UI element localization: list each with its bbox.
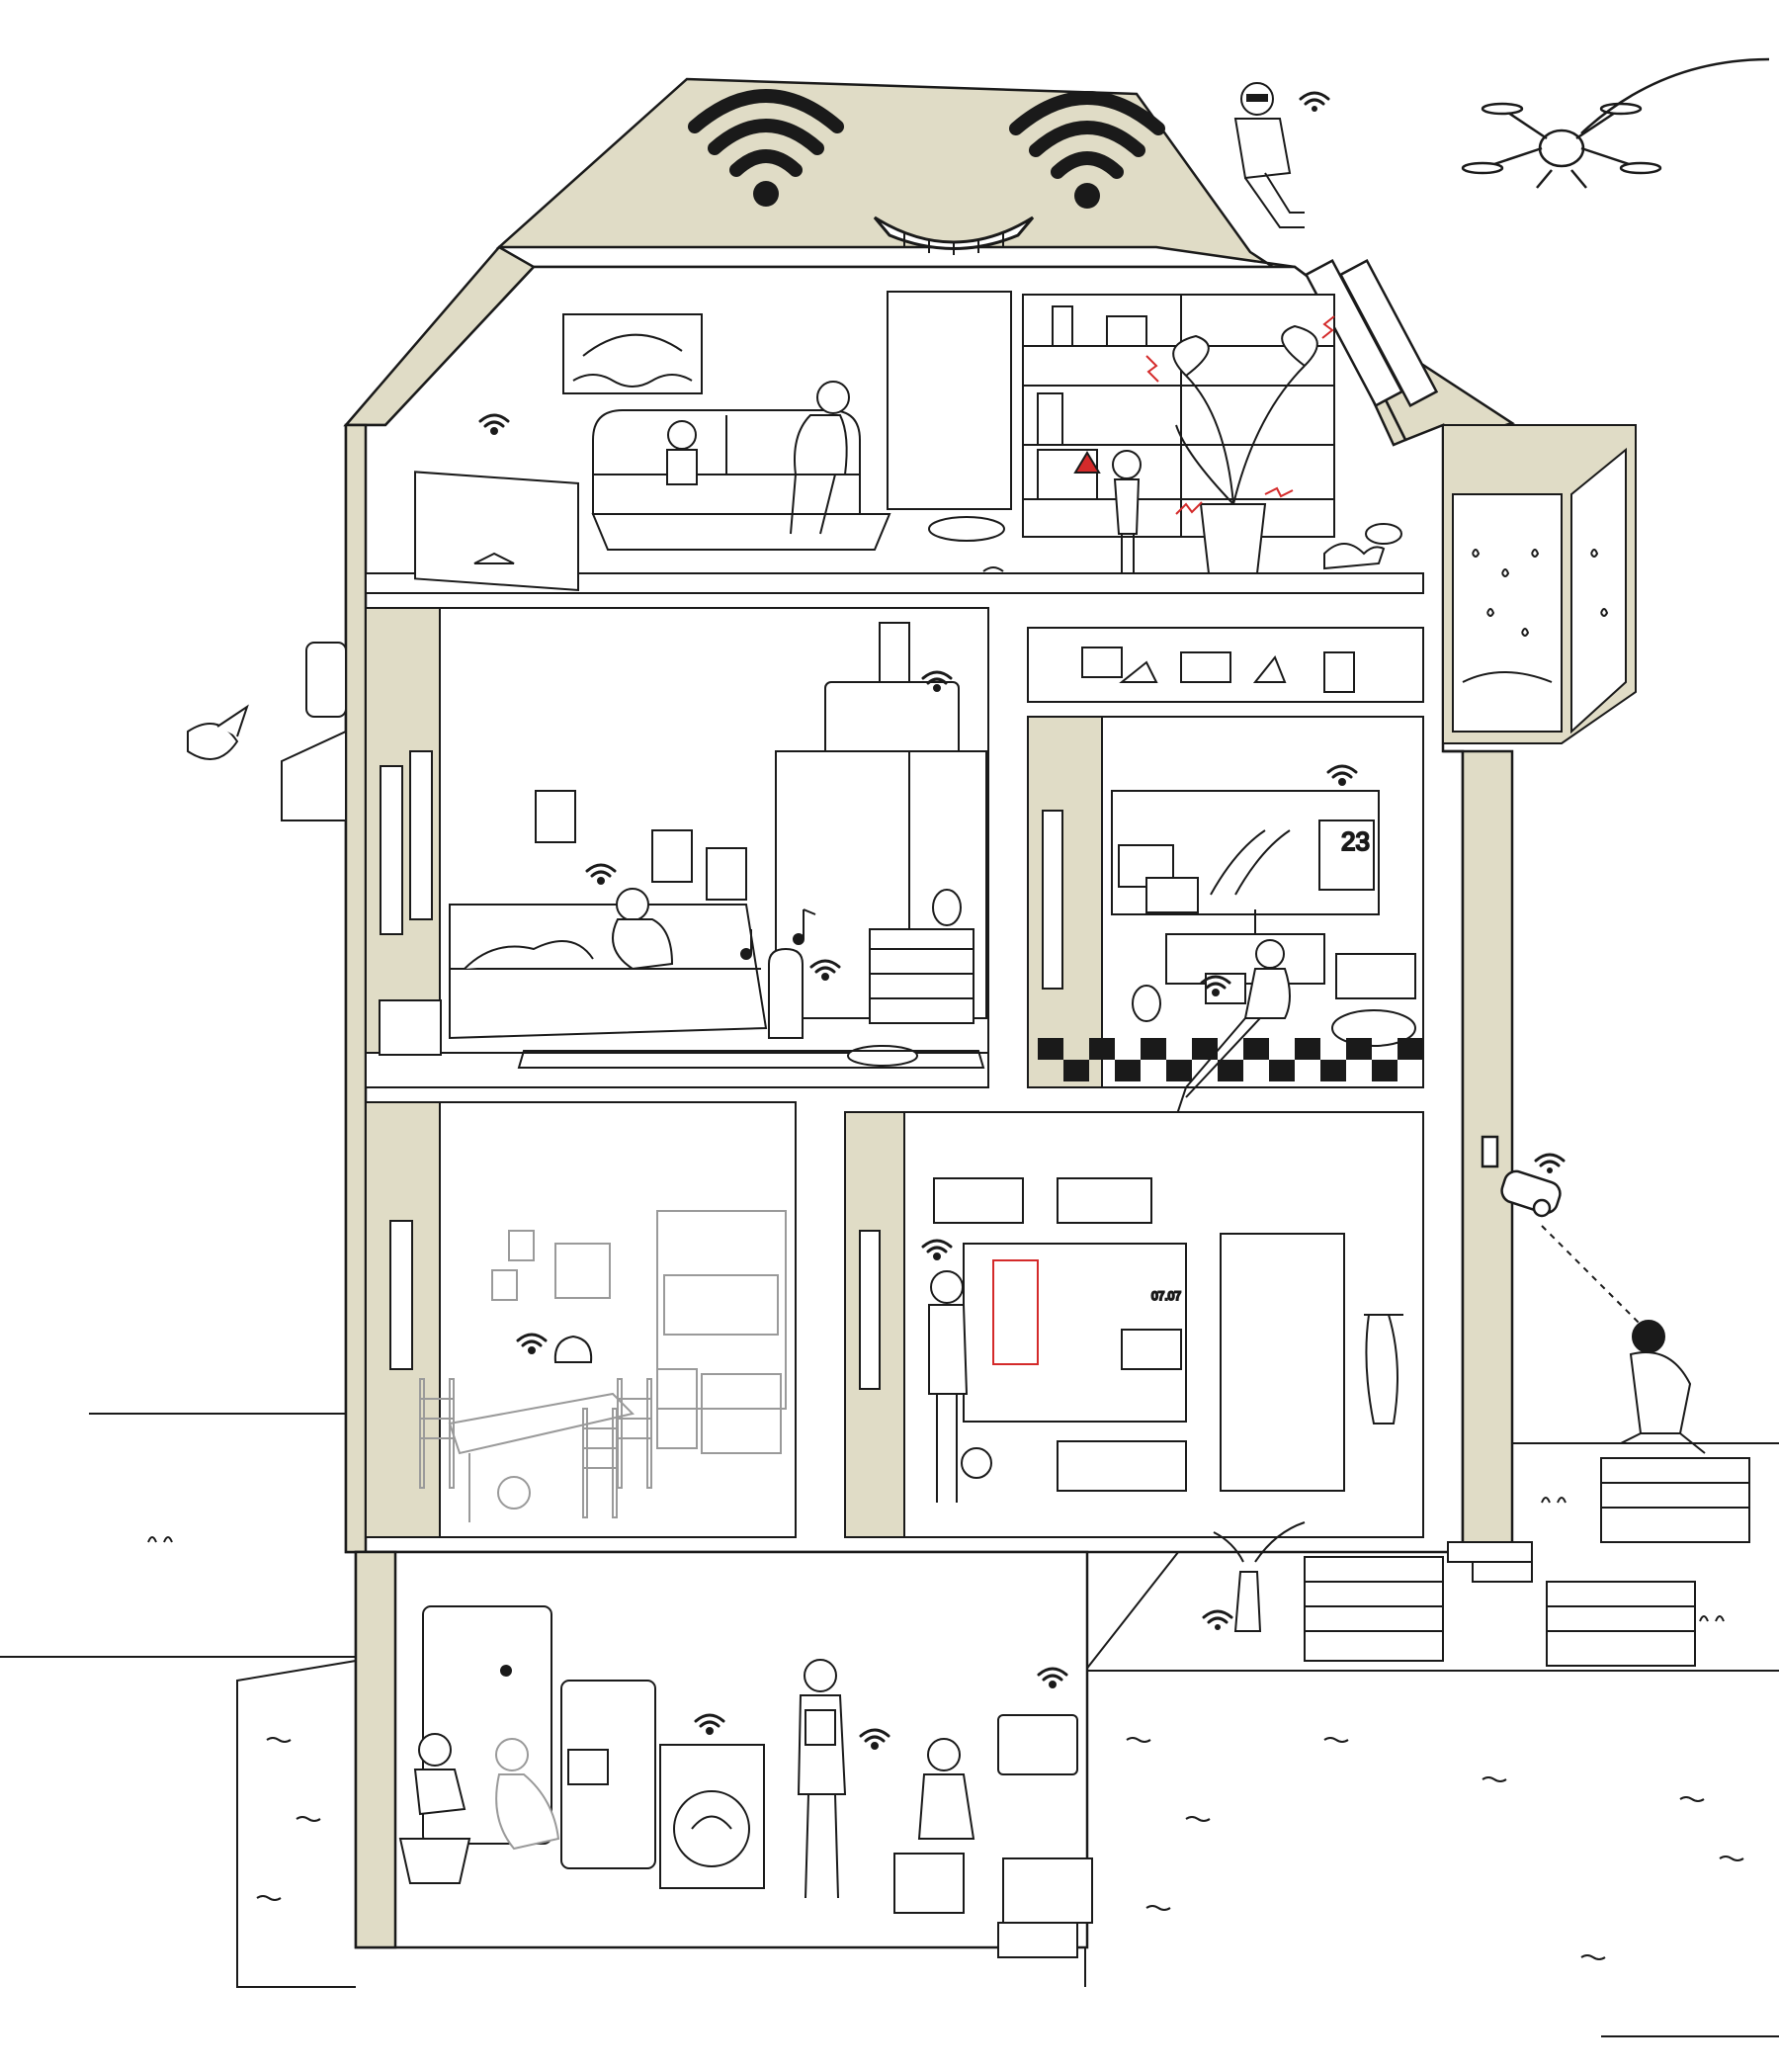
top-floor-living-room bbox=[365, 291, 1424, 594]
hallway: 07.07 bbox=[844, 1111, 1424, 1538]
terrarium bbox=[1442, 424, 1637, 744]
roof-person bbox=[1233, 82, 1305, 228]
bird-feeder bbox=[187, 642, 347, 821]
bedroom bbox=[365, 607, 989, 1088]
sprinkler bbox=[1213, 1521, 1306, 1632]
basement bbox=[398, 1605, 1093, 1958]
sprinkler-wifi-icon bbox=[1202, 1609, 1233, 1632]
burglar bbox=[1620, 1320, 1706, 1454]
dining-kitchen bbox=[365, 1101, 797, 1538]
roof-smile bbox=[873, 216, 1035, 250]
entrance-steps bbox=[1447, 1541, 1533, 1583]
camera-wifi-icon bbox=[1534, 1153, 1566, 1175]
drone-icon bbox=[1461, 57, 1770, 189]
bathroom: 23 bbox=[1027, 716, 1424, 1148]
warning-icon bbox=[1073, 451, 1101, 474]
attic-office-strip bbox=[1027, 627, 1424, 703]
roof-wifi-icon bbox=[1299, 91, 1330, 114]
calendar-day: 23 bbox=[1341, 826, 1370, 856]
robot-vacuum-icon bbox=[928, 516, 1005, 542]
music-note-icon bbox=[740, 908, 816, 960]
raised-garden-beds bbox=[1304, 1457, 1750, 1667]
security-camera-icon bbox=[1481, 1135, 1562, 1218]
note-date: 07.07 bbox=[1151, 1289, 1181, 1303]
